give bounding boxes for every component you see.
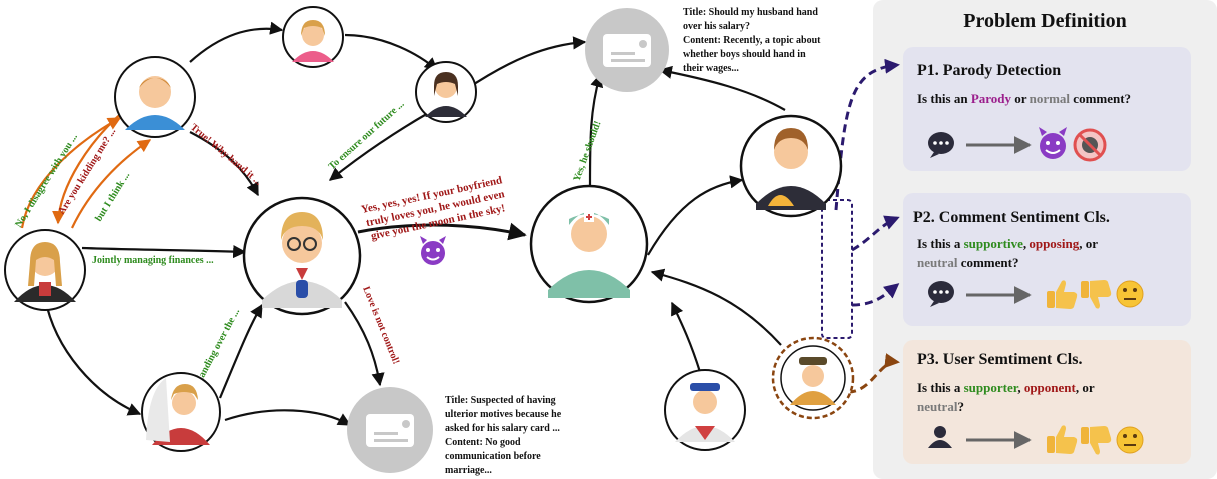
user-node-pink-top-woman[interactable] <box>282 6 344 68</box>
p2-heading: P2. Comment Sentiment Cls. <box>913 209 1110 226</box>
svg-text:asked for his salary card ...: asked for his salary card ... <box>445 423 560 434</box>
p3-heading: P3. User Semtiment Cls. <box>917 351 1082 368</box>
svg-text:Content: Recently, a topic abo: Content: Recently, a topic about <box>683 35 821 46</box>
p2-question-line1: Is this a supportive, opposing, or <box>917 236 1098 251</box>
problem-panel: Problem Definition P1. Parody Detection … <box>873 0 1217 479</box>
p2-question-line2: neutral comment? <box>917 255 1018 270</box>
edge-label-jointly: Jointly managing finances ... <box>92 255 214 266</box>
thumbs-up-icon <box>1047 280 1078 309</box>
neutral-face-icon <box>1116 280 1144 308</box>
user-node-soldier[interactable] <box>771 336 855 420</box>
devil-icon <box>1039 127 1067 159</box>
no-devil-icon <box>1073 128 1107 162</box>
p2-card: P2. Comment Sentiment Cls. Is this a sup… <box>903 193 1191 326</box>
panel-connectors <box>821 58 900 394</box>
thumbs-down-icon <box>1081 280 1112 309</box>
edge-label-parody: Yes, yes, yes! If your boyfriend truly l… <box>360 174 506 242</box>
svg-text:communication before: communication before <box>445 451 541 462</box>
speech-bubble-icon <box>928 132 954 158</box>
p1-heading: P1. Parody Detection <box>917 62 1061 79</box>
user-node-blue-shirt-man[interactable] <box>114 56 196 138</box>
p3-question-line1: Is this a supporter, opponent, or <box>917 380 1095 395</box>
user-node-reporter-man[interactable] <box>242 196 362 316</box>
post-card-icon <box>366 414 414 447</box>
user-node-sailor[interactable] <box>664 369 746 451</box>
edge-label-but-think: but I think ... <box>93 170 132 224</box>
svg-text:whether boys should hand in: whether boys should hand in <box>683 49 806 60</box>
user-node-suit-man[interactable] <box>415 61 477 123</box>
user-node-judge-woman[interactable] <box>4 229 86 311</box>
svg-text:their wages...: their wages... <box>683 63 739 74</box>
user-node-nurse-man[interactable] <box>529 184 649 304</box>
p1-card: P1. Parody Detection Is this an Parody o… <box>903 47 1191 171</box>
svg-text:Content: No good: Content: No good <box>445 437 521 448</box>
svg-text:ulterior motives because he: ulterior motives because he <box>445 409 562 420</box>
svg-text:over his salary?: over his salary? <box>683 21 750 32</box>
neutral-face-icon <box>1116 426 1144 454</box>
p3-card: P3. User Semtiment Cls. Is this a suppor… <box>903 340 1191 464</box>
edge-label-not-control: Love is not control! <box>360 285 401 366</box>
disagreement-edges <box>20 109 152 229</box>
p3-question-line2: neutral? <box>917 399 964 414</box>
svg-text:Title: Suspected of having: Title: Suspected of having <box>445 395 556 406</box>
edge-label-true-why: True! Why hand it ... <box>188 122 264 188</box>
edge-label-yes-should: Yes, he should! <box>571 119 603 183</box>
devil-icon <box>420 236 446 265</box>
user-icon <box>928 426 952 448</box>
post-card-icon <box>603 34 651 67</box>
user-node-waiter-man[interactable] <box>739 114 843 218</box>
post-card-top: Title: Should my husband hand over his s… <box>585 7 821 92</box>
thumbs-down-icon <box>1081 426 1112 455</box>
edge-label-handing-over: Handing over the ... <box>193 306 243 386</box>
user-node-bride-woman[interactable] <box>141 372 221 452</box>
svg-text:marriage...: marriage... <box>445 465 492 476</box>
thumbs-up-icon <box>1047 425 1078 454</box>
panel-title: Problem Definition <box>963 10 1127 32</box>
svg-text:Title: Should my husband hand: Title: Should my husband hand <box>683 7 818 18</box>
post-card-bottom: Title: Suspected of having ulterior moti… <box>347 387 562 476</box>
edge-label-ensure-future: To ensure our future ... <box>327 98 407 172</box>
speech-bubble-icon <box>928 281 954 307</box>
p1-question: Is this an Parody or normal comment? <box>917 91 1131 106</box>
